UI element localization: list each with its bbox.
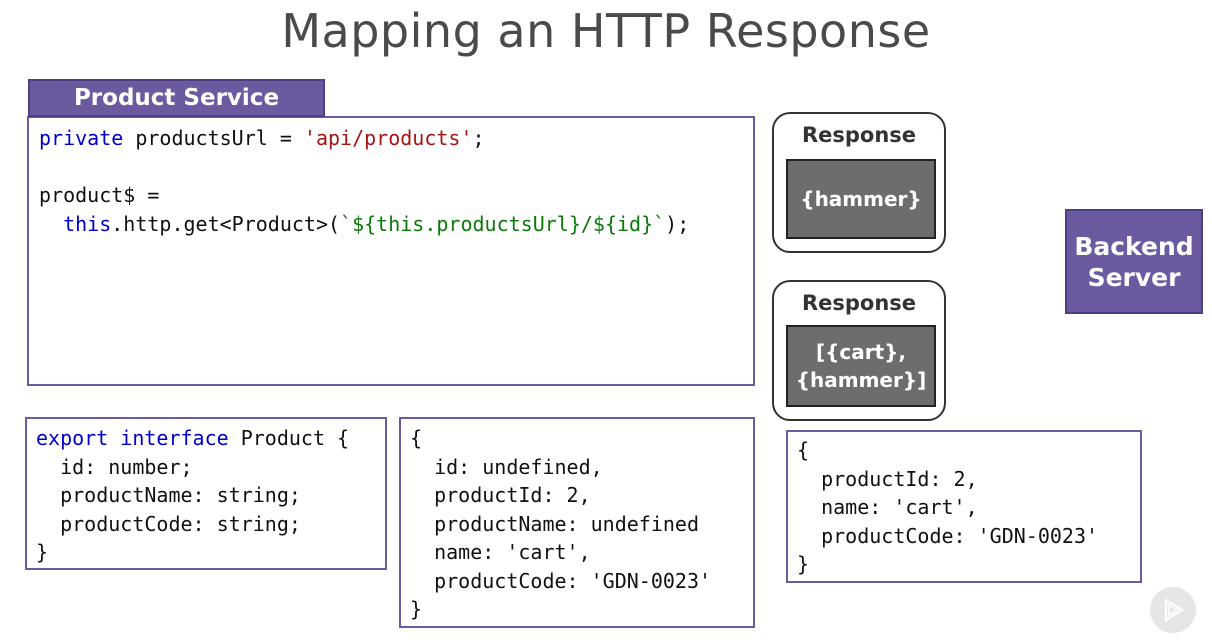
code-indent	[39, 212, 63, 236]
code-line: {	[410, 426, 423, 450]
code-line: productCode: string;	[36, 511, 301, 536]
code-keyword-this: this	[63, 211, 112, 236]
code-line-product: product$ =	[39, 183, 160, 207]
code-keyword-export: export	[36, 426, 109, 450]
code-line: productCode: 'GDN-0023'	[410, 568, 712, 593]
code-line: }	[797, 552, 810, 576]
response-label: Response	[801, 291, 917, 315]
code-keyword-private: private	[39, 126, 124, 150]
code-text: productsUrl =	[123, 126, 304, 150]
backend-server-box: Backend Server	[1065, 209, 1203, 314]
play-icon-glyph	[1164, 598, 1185, 622]
code-string-url: 'api/products'	[303, 126, 473, 150]
code-line: id: undefined,	[410, 454, 603, 479]
response-body-text: {hammer}	[800, 187, 922, 211]
response-label: Response	[801, 123, 917, 147]
code-line: id: number;	[36, 454, 193, 479]
mapped-object-panel: { id: undefined, productId: 2, productNa…	[399, 417, 755, 628]
code-text: .http.get<Product>(	[111, 211, 341, 236]
code-line: productName: undefined	[410, 511, 699, 536]
response-body-text: {hammer}]	[795, 368, 927, 392]
raw-object-panel: { productId: 2, name: 'cart', productCod…	[786, 430, 1142, 583]
mapped-object-code: { id: undefined, productId: 2, productNa…	[410, 424, 711, 624]
backend-label-line2: Server	[1087, 262, 1181, 292]
code-line: {	[797, 438, 810, 462]
code-line: productId: 2,	[797, 466, 978, 491]
backend-label-line1: Backend	[1074, 231, 1194, 261]
code-template-string: `${this.productsUrl}/${id}`	[340, 211, 666, 236]
code-line: productCode: 'GDN-0023'	[797, 523, 1099, 548]
interface-panel: export interface Product { id: number; p…	[25, 417, 387, 570]
response-body: {hammer}	[786, 159, 936, 239]
code-line: productName: string;	[36, 483, 301, 507]
code-keyword-interface: interface	[120, 426, 229, 450]
code-text: ;	[472, 126, 485, 150]
service-code-panel: private productsUrl = 'api/products'; pr…	[27, 116, 755, 386]
response-body-text: [{cart},	[816, 340, 906, 364]
raw-object-code: { productId: 2, name: 'cart', productCod…	[797, 436, 1098, 579]
response-body: [{cart}, {hammer}]	[786, 325, 936, 407]
response-card-2: Response [{cart}, {hammer}]	[772, 280, 946, 421]
code-line: name: 'cart',	[410, 540, 591, 564]
code-line: productId: 2,	[410, 483, 591, 507]
code-line: }	[36, 540, 49, 564]
code-line: }	[410, 597, 423, 621]
product-service-tab: Product Service	[28, 79, 325, 117]
code-text: Product {	[228, 426, 350, 450]
code-line: name: 'cart',	[797, 495, 978, 519]
play-icon	[1150, 587, 1196, 633]
interface-code: export interface Product { id: number; p…	[36, 424, 349, 567]
slide-title: Mapping an HTTP Response	[281, 4, 931, 58]
service-code: private productsUrl = 'api/products'; pr…	[39, 124, 689, 238]
response-card-1: Response {hammer}	[772, 112, 946, 253]
code-text: );	[665, 211, 690, 236]
